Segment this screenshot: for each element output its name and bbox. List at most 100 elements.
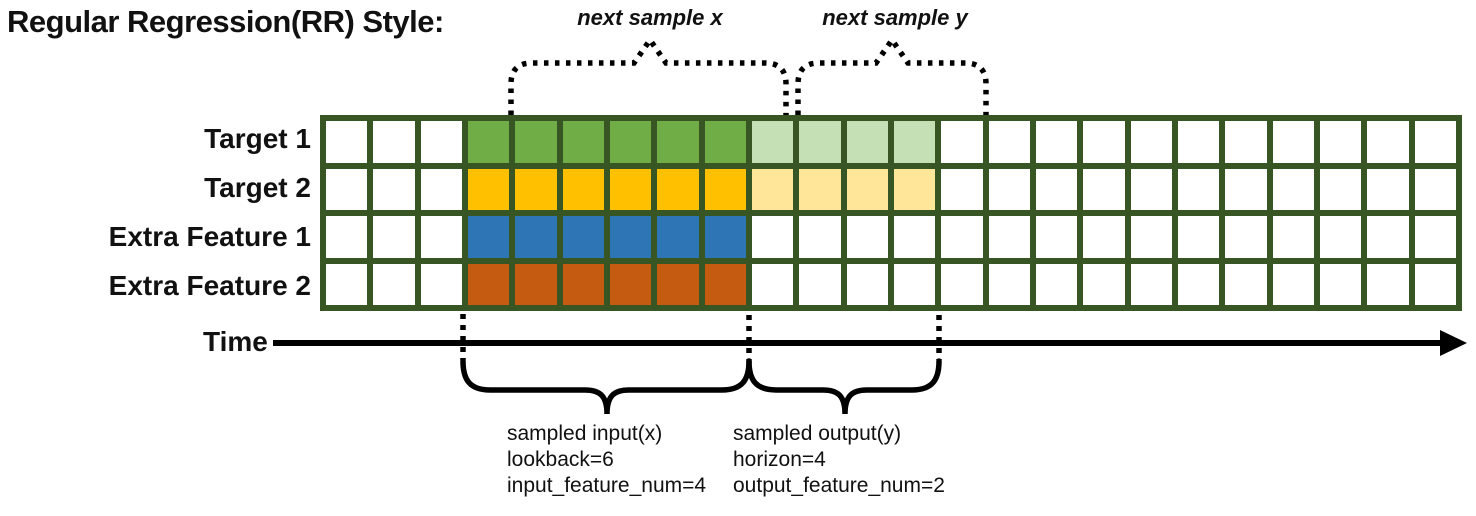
grid-cell bbox=[373, 216, 415, 258]
grid-cell bbox=[751, 121, 794, 163]
grid-cell bbox=[1367, 263, 1409, 305]
grid-cell bbox=[609, 263, 652, 305]
grid-cell bbox=[1319, 263, 1362, 305]
grid-cell bbox=[799, 263, 841, 305]
grid-cell bbox=[893, 263, 936, 305]
grid-cell bbox=[704, 263, 746, 305]
grid-cell bbox=[609, 216, 652, 258]
row-label-extra-feature-1: Extra Feature 1 bbox=[108, 221, 311, 252]
grid-cell bbox=[704, 216, 746, 258]
grid-cell bbox=[988, 216, 1030, 258]
grid-cell bbox=[751, 263, 794, 305]
row-label-target-1: Target 1 bbox=[204, 123, 311, 154]
grid-cell bbox=[1177, 121, 1220, 163]
grid-cell bbox=[1272, 168, 1314, 210]
grid-cell bbox=[1177, 168, 1220, 210]
grid-cell bbox=[1225, 121, 1267, 163]
grid-cell bbox=[467, 263, 510, 305]
sampled-output-title: sampled output(y) bbox=[733, 422, 902, 445]
grid-cell bbox=[799, 216, 841, 258]
grid-cell bbox=[1130, 121, 1172, 163]
grid-cell bbox=[893, 216, 936, 258]
grid-cell bbox=[609, 168, 652, 210]
grid-cell bbox=[988, 263, 1030, 305]
grid-cell bbox=[1319, 121, 1362, 163]
grid-cell bbox=[657, 216, 699, 258]
grid-cell bbox=[799, 168, 841, 210]
grid-cell bbox=[467, 121, 510, 163]
row-label-target-2: Target 2 bbox=[204, 172, 311, 203]
grid-cell bbox=[1035, 216, 1078, 258]
grid-cell bbox=[326, 121, 368, 163]
grid-cell bbox=[893, 168, 936, 210]
grid-cell bbox=[562, 216, 604, 258]
grid-cell bbox=[704, 121, 746, 163]
grid-cell bbox=[988, 168, 1030, 210]
grid-cell bbox=[1414, 121, 1456, 163]
grid-cell bbox=[562, 263, 604, 305]
grid-cell bbox=[846, 263, 888, 305]
grid-cell bbox=[1414, 168, 1456, 210]
grid-cell bbox=[1414, 263, 1456, 305]
grid-cell bbox=[893, 121, 936, 163]
horizon-value: horizon=4 bbox=[733, 448, 826, 471]
lookback-value: lookback=6 bbox=[507, 448, 614, 471]
grid-cell bbox=[1083, 121, 1125, 163]
grid-cell bbox=[326, 216, 368, 258]
grid-cell bbox=[1225, 263, 1267, 305]
time-axis-arrowhead bbox=[1440, 330, 1467, 356]
grid-cell bbox=[373, 121, 415, 163]
grid-cell bbox=[1130, 263, 1172, 305]
data-grid bbox=[320, 115, 1462, 311]
grid-cell bbox=[1414, 216, 1456, 258]
grid-cell bbox=[562, 168, 604, 210]
grid-cell bbox=[657, 168, 699, 210]
grid-cell bbox=[1083, 263, 1125, 305]
grid-cell bbox=[609, 121, 652, 163]
grid-cell bbox=[1130, 168, 1172, 210]
grid-cell bbox=[941, 168, 983, 210]
sampled-input-title: sampled input(x) bbox=[507, 422, 663, 445]
grid-cell bbox=[1225, 168, 1267, 210]
grid-cell bbox=[420, 216, 462, 258]
grid-cell bbox=[1367, 168, 1409, 210]
time-axis-label: Time bbox=[203, 326, 268, 357]
next-sample-x-label: next sample x bbox=[577, 5, 723, 30]
grid-cell bbox=[1272, 121, 1314, 163]
grid-cell bbox=[467, 168, 510, 210]
grid-cell bbox=[1083, 168, 1125, 210]
next-sample-y-brace bbox=[795, 35, 989, 115]
grid-cell bbox=[1272, 216, 1314, 258]
sampled-input-annotation: sampled input(x) lookback=6 input_featur… bbox=[507, 421, 706, 499]
grid-cell bbox=[1367, 121, 1409, 163]
grid-cell bbox=[846, 121, 888, 163]
grid-cell bbox=[467, 216, 510, 258]
grid-cell bbox=[1035, 121, 1078, 163]
grid-cell bbox=[326, 168, 368, 210]
grid-cell bbox=[326, 263, 368, 305]
grid-cell bbox=[1130, 216, 1172, 258]
grid-cell bbox=[751, 216, 794, 258]
grid-cell bbox=[373, 168, 415, 210]
page-title: Regular Regression(RR) Style: bbox=[7, 4, 444, 39]
grid-cell bbox=[1035, 168, 1078, 210]
grid-cell bbox=[515, 121, 557, 163]
grid-cell bbox=[420, 263, 462, 305]
grid-cell bbox=[1367, 216, 1409, 258]
grid-cell bbox=[941, 216, 983, 258]
next-sample-x-brace bbox=[508, 35, 789, 115]
input-feature-num-value: input_feature_num=4 bbox=[507, 474, 707, 497]
grid-cell bbox=[941, 263, 983, 305]
next-sample-y-label: next sample y bbox=[822, 5, 968, 30]
row-label-extra-feature-2: Extra Feature 2 bbox=[108, 270, 311, 301]
sampled-output-brace bbox=[746, 358, 942, 415]
sampled-output-annotation: sampled output(y) horizon=4 output_featu… bbox=[733, 421, 945, 499]
grid-cell bbox=[515, 216, 557, 258]
sampled-input-brace bbox=[460, 358, 752, 415]
grid-cell bbox=[1225, 216, 1267, 258]
output-feature-num-value: output_feature_num=2 bbox=[733, 474, 945, 497]
grid-cell bbox=[1177, 216, 1220, 258]
grid-cell bbox=[657, 263, 699, 305]
grid-cell bbox=[1319, 216, 1362, 258]
